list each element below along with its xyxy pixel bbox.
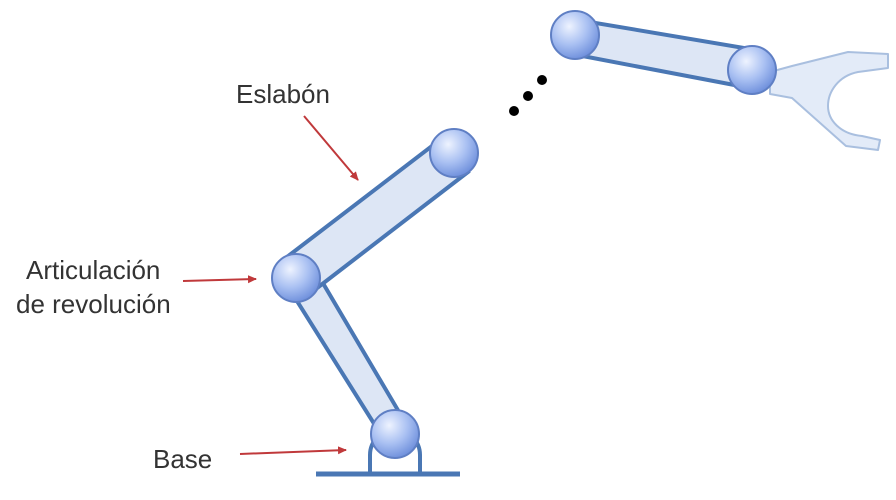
joint-far-right	[727, 45, 777, 95]
joint-upper	[429, 128, 479, 178]
gripper-claw-icon	[769, 51, 889, 151]
label-joint-line2: de revolución	[16, 289, 171, 319]
joint-middle	[271, 253, 321, 303]
label-base: Base	[153, 444, 212, 474]
label-joint-line1: Articulación	[26, 255, 160, 285]
base-arrow	[239, 446, 347, 455]
joint-far-left	[550, 10, 600, 60]
ellipsis-dots-icon	[509, 75, 547, 116]
joint-arrow	[182, 275, 257, 284]
label-link: Eslabón	[236, 79, 330, 109]
joint-base	[370, 409, 420, 459]
link-arrow	[303, 115, 359, 181]
